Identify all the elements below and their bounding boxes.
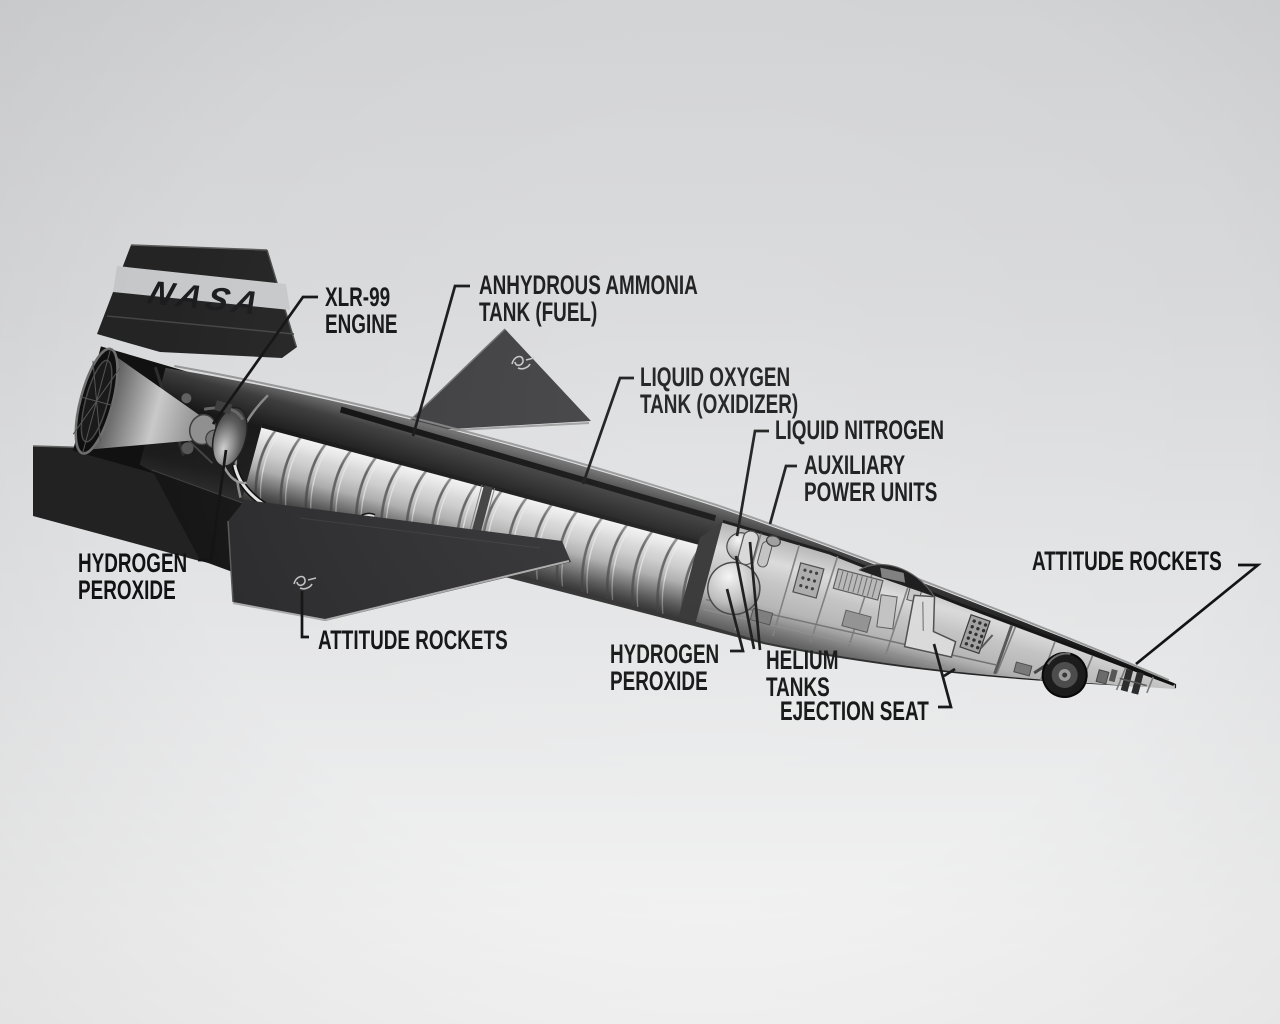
leader-hydrogen-peroxide-fwd <box>725 588 745 653</box>
label-line: PEROXIDE <box>78 575 176 605</box>
leader-attitude-rockets-nose <box>1135 563 1262 666</box>
label-helium-tanks: HELIUM TANKS <box>766 647 838 701</box>
label-line: HYDROGEN <box>610 639 720 669</box>
leader-ejection-seat <box>932 643 956 709</box>
leader-hydrogen-peroxide-aft <box>198 449 228 562</box>
attitude-rocket-cluster <box>1108 668 1147 695</box>
label-line: ENGINE <box>325 309 398 339</box>
label-line: EJECTION SEAT <box>780 696 929 726</box>
label-line: ANHYDROUS AMMONIA <box>479 270 698 300</box>
wing-marking-icon <box>511 355 535 370</box>
wing-marking-icon <box>293 575 317 590</box>
canopy-window <box>880 567 906 583</box>
label-attitude-rockets-wing: ATTITUDE ROCKETS <box>318 627 508 654</box>
label-ejection-seat: EJECTION SEAT <box>780 698 929 725</box>
canopy <box>858 563 936 597</box>
label-line: AUXILIARY <box>804 450 906 480</box>
leader-lox-tank <box>581 376 634 485</box>
helium-tank-capsule <box>737 530 760 566</box>
equipment-box <box>1013 661 1033 677</box>
equipment-box <box>1095 669 1110 685</box>
nose-gear-wheel <box>1033 652 1088 699</box>
label-auxiliary-power-units: AUXILIARY POWER UNITS <box>804 452 937 506</box>
label-line: XLR-99 <box>325 282 391 312</box>
label-ammonia-tank: ANHYDROUS AMMONIA TANK (FUEL) <box>479 272 698 326</box>
leader-attitude-rockets-wing <box>300 591 309 639</box>
label-xlr99-engine: XLR-99 ENGINE <box>325 284 397 338</box>
label-line: HELIUM <box>766 645 839 675</box>
label-liquid-nitrogen: LIQUID NITROGEN <box>775 417 944 444</box>
equipment-box <box>841 609 872 633</box>
leader-ammonia-tank <box>411 284 470 437</box>
label-line: POWER UNITS <box>804 477 938 507</box>
label-hydrogen-peroxide-aft: HYDROGEN PEROXIDE <box>78 550 187 604</box>
tail-fin: NASA <box>97 244 297 358</box>
leader-helium-tanks <box>734 541 762 651</box>
louver-panel <box>832 568 884 601</box>
label-line: ATTITUDE ROCKETS <box>318 625 508 655</box>
near-wing <box>227 500 571 622</box>
far-wing <box>397 328 591 434</box>
leader-liquid-nitrogen <box>735 429 769 537</box>
label-line: PEROXIDE <box>610 666 708 696</box>
electronics-box <box>792 562 825 599</box>
leader-apu <box>768 464 797 525</box>
ejection-seat <box>876 585 957 658</box>
instrument-panel <box>959 613 991 655</box>
label-line: HYDROGEN <box>78 548 188 578</box>
apu-unit <box>765 535 781 547</box>
label-line: LIQUID NITROGEN <box>775 415 945 445</box>
label-line: TANK (FUEL) <box>479 297 598 327</box>
label-line: ATTITUDE ROCKETS <box>1032 546 1222 576</box>
label-line: TANK (OXIDIZER) <box>640 389 799 419</box>
label-line: TANKS <box>766 672 830 702</box>
leader-lines <box>198 284 1262 709</box>
turbopump-peroxide-tank <box>211 406 248 467</box>
forward-interior <box>695 519 1175 699</box>
label-attitude-rockets-nose: ATTITUDE ROCKETS <box>1032 548 1222 575</box>
leader-xlr99-engine <box>211 295 318 425</box>
label-lox-tank: LIQUID OXYGEN TANK (OXIDIZER) <box>640 364 798 418</box>
label-hydrogen-peroxide-fwd: HYDROGEN PEROXIDE <box>610 641 719 695</box>
label-line: LIQUID OXYGEN <box>640 362 791 392</box>
nasa-band <box>113 266 290 310</box>
